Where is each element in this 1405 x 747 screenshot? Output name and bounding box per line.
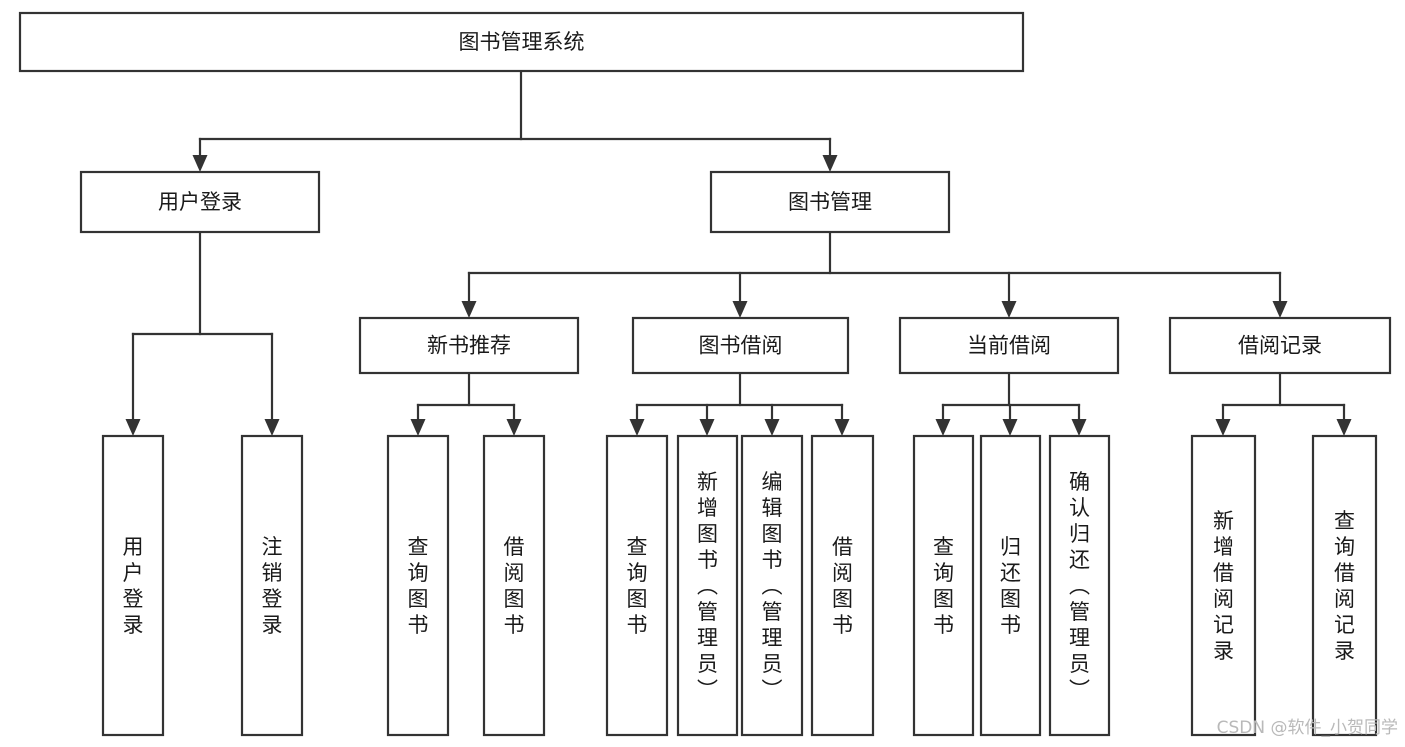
node-box-user-login-do[interactable] bbox=[101, 434, 165, 737]
node-label-new-book-recommend: 新书推荐 bbox=[427, 334, 511, 358]
node-query-book-rec[interactable]: 查询图书 bbox=[386, 434, 450, 737]
node-layer: 图书管理系统用户登录用户登录注销登录图书管理新书推荐查询图书借阅图书图书借阅查询… bbox=[18, 11, 1392, 737]
node-user-login-do[interactable]: 用户登录 bbox=[101, 434, 165, 737]
node-borrow-records[interactable]: 借阅记录 bbox=[1168, 316, 1392, 375]
node-label-root-system: 图书管理系统 bbox=[459, 30, 585, 54]
node-label-borrow-records: 借阅记录 bbox=[1238, 334, 1322, 358]
connector-root-to-level2 bbox=[198, 69, 832, 158]
connector-user-login-children bbox=[131, 230, 274, 422]
arrow-head-icon bbox=[629, 419, 645, 436]
arrow-head-icon bbox=[822, 155, 838, 172]
node-box-query-book-borrow[interactable] bbox=[605, 434, 669, 737]
arrow-head-icon bbox=[264, 419, 280, 436]
arrow-head-icon bbox=[125, 419, 141, 436]
node-user-logout[interactable]: 注销登录 bbox=[240, 434, 304, 737]
arrow-head-icon bbox=[1001, 301, 1017, 318]
node-box-borrow-book-rec[interactable] bbox=[482, 434, 546, 737]
node-add-borrow-record[interactable]: 新增借阅记录 bbox=[1190, 434, 1257, 737]
node-box-root-system[interactable] bbox=[18, 11, 1025, 73]
node-box-confirm-return-admin[interactable] bbox=[1048, 434, 1111, 737]
node-box-book-management[interactable] bbox=[709, 170, 951, 234]
node-add-book-admin[interactable]: 新增图书︵管理员︶ bbox=[676, 434, 739, 737]
node-label-borrow-book-rec: 借阅图书 bbox=[504, 535, 525, 637]
arrow-head-icon bbox=[506, 419, 522, 436]
node-box-add-borrow-record[interactable] bbox=[1190, 434, 1257, 737]
node-return-book[interactable]: 归还图书 bbox=[979, 434, 1042, 737]
arrow-head-icon bbox=[732, 301, 748, 318]
arrow-head-icon bbox=[1272, 301, 1288, 318]
arrow-head-icon bbox=[764, 419, 780, 436]
node-label-user-login-do: 用户登录 bbox=[123, 535, 144, 637]
node-label-user-logout: 注销登录 bbox=[262, 535, 283, 637]
connector-current-children bbox=[941, 371, 1081, 422]
node-box-current-borrow[interactable] bbox=[898, 316, 1120, 375]
arrow-head-icon bbox=[1336, 419, 1352, 436]
node-box-return-book[interactable] bbox=[979, 434, 1042, 737]
node-label-confirm-return-admin: 确认归还︵管理员︶ bbox=[1069, 470, 1090, 702]
arrow-head-icon bbox=[410, 419, 426, 436]
node-box-user-logout[interactable] bbox=[240, 434, 304, 737]
node-query-borrow-record[interactable]: 查询借阅记录 bbox=[1311, 434, 1378, 737]
arrow-head-icon bbox=[935, 419, 951, 436]
node-label-query-borrow-record: 查询借阅记录 bbox=[1334, 509, 1355, 663]
node-box-user-login[interactable] bbox=[79, 170, 321, 234]
node-query-book-borrow[interactable]: 查询图书 bbox=[605, 434, 669, 737]
node-box-new-book-recommend[interactable] bbox=[358, 316, 580, 375]
node-label-edit-book-admin: 编辑图书︵管理员︶ bbox=[762, 470, 783, 702]
csdn-watermark: CSDN @软件_小贺同学 bbox=[1217, 718, 1398, 738]
arrow-head-icon bbox=[1071, 419, 1087, 436]
node-box-borrow-records[interactable] bbox=[1168, 316, 1392, 375]
node-box-add-book-admin[interactable] bbox=[676, 434, 739, 737]
arrow-head-icon bbox=[1002, 419, 1018, 436]
connector-layer bbox=[125, 69, 1352, 436]
node-label-user-login: 用户登录 bbox=[158, 190, 242, 214]
node-book-management[interactable]: 图书管理 bbox=[709, 170, 951, 234]
node-box-book-borrow[interactable] bbox=[631, 316, 850, 375]
node-label-query-book-current: 查询图书 bbox=[933, 535, 954, 637]
node-confirm-return-admin[interactable]: 确认归还︵管理员︶ bbox=[1048, 434, 1111, 737]
node-root-system[interactable]: 图书管理系统 bbox=[18, 11, 1025, 73]
node-label-book-management: 图书管理 bbox=[788, 190, 872, 214]
node-current-borrow[interactable]: 当前借阅 bbox=[898, 316, 1120, 375]
connector-book-management-level3 bbox=[467, 230, 1282, 304]
connector-borrow-children bbox=[635, 371, 844, 422]
arrow-head-icon bbox=[461, 301, 477, 318]
node-label-query-book-borrow: 查询图书 bbox=[627, 535, 648, 637]
node-label-current-borrow: 当前借阅 bbox=[967, 334, 1051, 358]
node-new-book-recommend[interactable]: 新书推荐 bbox=[358, 316, 580, 375]
arrow-head-icon bbox=[699, 419, 715, 436]
node-label-add-book-admin: 新增图书︵管理员︶ bbox=[697, 470, 718, 702]
node-box-query-book-rec[interactable] bbox=[386, 434, 450, 737]
connector-recommend-children bbox=[416, 371, 516, 422]
node-user-login[interactable]: 用户登录 bbox=[79, 170, 321, 234]
connector-records-children bbox=[1221, 371, 1346, 422]
node-borrow-book-rec[interactable]: 借阅图书 bbox=[482, 434, 546, 737]
node-query-book-current[interactable]: 查询图书 bbox=[912, 434, 975, 737]
node-label-book-borrow: 图书借阅 bbox=[699, 334, 783, 358]
node-box-query-book-current[interactable] bbox=[912, 434, 975, 737]
node-borrow-book[interactable]: 借阅图书 bbox=[810, 434, 875, 737]
node-box-borrow-book[interactable] bbox=[810, 434, 875, 737]
node-edit-book-admin[interactable]: 编辑图书︵管理员︶ bbox=[740, 434, 804, 737]
node-label-add-borrow-record: 新增借阅记录 bbox=[1213, 509, 1234, 663]
arrow-head-icon bbox=[1215, 419, 1231, 436]
node-book-borrow[interactable]: 图书借阅 bbox=[631, 316, 850, 375]
node-box-edit-book-admin[interactable] bbox=[740, 434, 804, 737]
arrow-head-icon bbox=[192, 155, 208, 172]
node-label-query-book-rec: 查询图书 bbox=[408, 535, 429, 637]
arrow-head-icon bbox=[834, 419, 850, 436]
node-box-query-borrow-record[interactable] bbox=[1311, 434, 1378, 737]
node-label-return-book: 归还图书 bbox=[1000, 535, 1021, 637]
node-label-borrow-book: 借阅图书 bbox=[832, 535, 853, 637]
